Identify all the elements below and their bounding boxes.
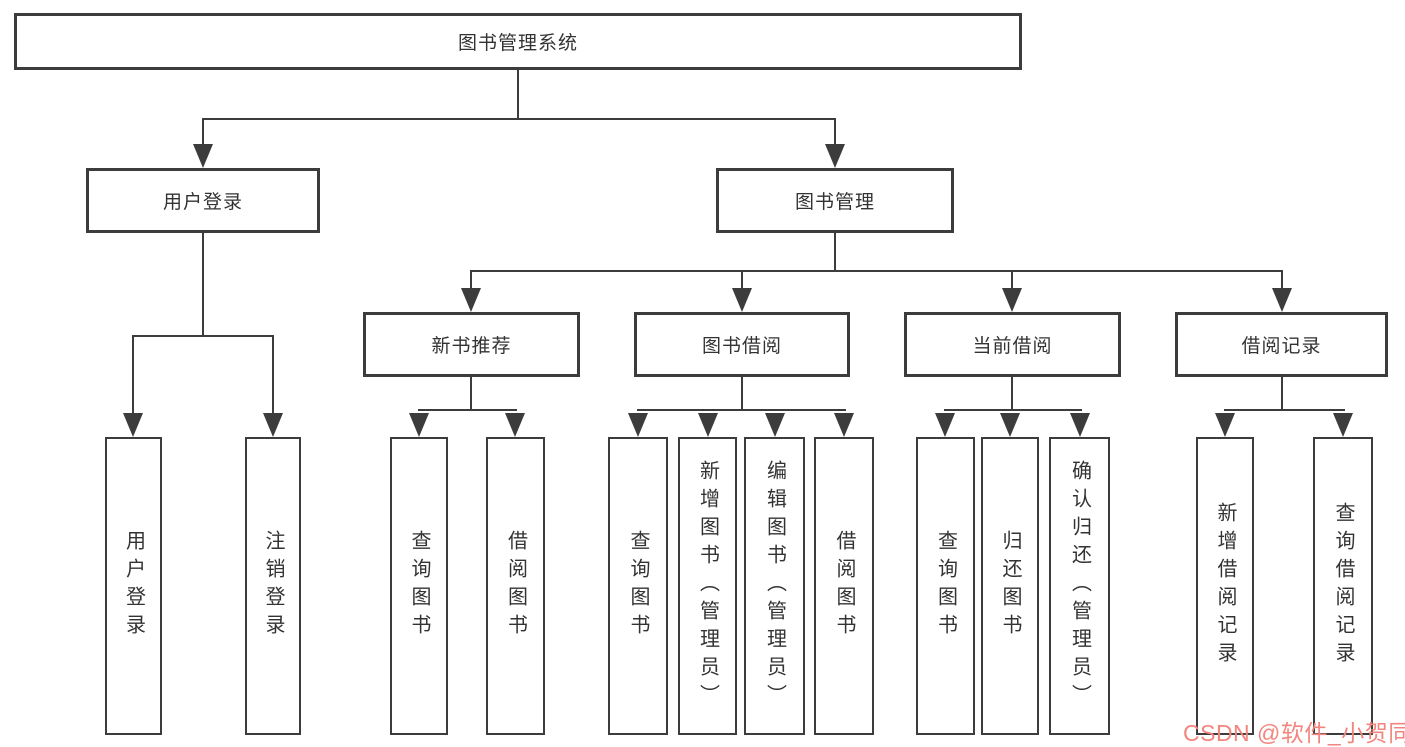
leaf-query-books-current: 查询图书 (916, 437, 975, 735)
leaf-label: 查询借阅记录 (1332, 502, 1354, 670)
connector-user-rail (132, 335, 274, 337)
leaf-label: 查询图书 (934, 530, 957, 642)
leaf-label: 用户登录 (122, 530, 145, 642)
connector-user-stem (202, 233, 204, 337)
connector-stem (741, 377, 743, 411)
node-book-management: 图书管理 (716, 168, 954, 233)
arrow-down-icon (1070, 413, 1090, 437)
connector-stem (1281, 377, 1283, 411)
csdn-watermark: CSDN @软件_小贺同学 (1183, 720, 1405, 746)
arrow-down-icon (461, 288, 481, 312)
connector-drop (741, 270, 743, 292)
leaf-label: 归还图书 (999, 530, 1021, 642)
leaf-query-borrow-record: 查询借阅记录 (1313, 437, 1373, 735)
node-user-login: 用户登录 (86, 168, 320, 233)
node-new-book-recommend: 新书推荐 (363, 312, 580, 377)
leaf-query-books-borrowing: 查询图书 (608, 437, 668, 735)
arrow-down-icon (732, 288, 752, 312)
leaf-label: 借阅图书 (833, 530, 855, 642)
connector-drop (470, 270, 472, 292)
leaf-return-books: 归还图书 (981, 437, 1039, 735)
leaf-confirm-return-admin: 确认归还（管理员） (1049, 437, 1110, 735)
leaf-label: 注销登录 (262, 530, 284, 642)
leaf-label: 编辑图书（管理员） (763, 460, 786, 712)
arrow-down-icon (409, 413, 429, 437)
arrow-down-icon (1002, 288, 1022, 312)
leaf-query-books-recommend: 查询图书 (390, 437, 448, 735)
connector-level3-rail (470, 270, 1283, 272)
arrow-down-icon (263, 413, 283, 437)
arrow-down-icon (834, 413, 854, 437)
arrow-down-icon (505, 413, 525, 437)
connector-drop (1011, 270, 1013, 292)
arrow-down-icon (1215, 413, 1235, 437)
arrow-down-icon (825, 144, 845, 168)
connector-stem (470, 377, 472, 411)
leaf-label: 查询图书 (408, 530, 430, 642)
leaf-label: 查询图书 (627, 530, 649, 642)
leaf-add-borrow-record: 新增借阅记录 (1196, 437, 1254, 735)
connector-rail (944, 409, 1082, 411)
arrow-down-icon (935, 413, 955, 437)
arrow-down-icon (1000, 413, 1020, 437)
connector-drop-user (202, 118, 204, 148)
arrow-down-icon (123, 413, 143, 437)
connector-level2-rail (202, 118, 836, 120)
connector-drop (132, 335, 134, 417)
connector-root-stem (517, 70, 519, 119)
connector-book-stem (834, 233, 836, 272)
connector-rail (1224, 409, 1345, 411)
connector-drop (1281, 270, 1283, 292)
leaf-borrow-books-borrowing: 借阅图书 (814, 437, 874, 735)
connector-drop-book (834, 118, 836, 148)
arrow-down-icon (193, 144, 213, 168)
leaf-label: 新增借阅记录 (1214, 502, 1236, 670)
arrow-down-icon (765, 413, 785, 437)
connector-rail (418, 409, 517, 411)
arrow-down-icon (628, 413, 648, 437)
leaf-label: 确认归还（管理员） (1068, 460, 1091, 712)
arrow-down-icon (1333, 413, 1353, 437)
node-borrowing-records: 借阅记录 (1175, 312, 1388, 377)
leaf-edit-books-admin: 编辑图书（管理员） (744, 437, 805, 735)
leaf-label: 新增图书（管理员） (696, 460, 719, 712)
node-current-borrowing: 当前借阅 (904, 312, 1121, 377)
node-book-borrowing: 图书借阅 (634, 312, 850, 377)
leaf-label: 借阅图书 (504, 530, 527, 642)
leaf-logout: 注销登录 (245, 437, 301, 735)
leaf-add-books-admin: 新增图书（管理员） (678, 437, 737, 735)
connector-rail (637, 409, 846, 411)
node-root: 图书管理系统 (14, 13, 1022, 70)
connector-drop (272, 335, 274, 417)
leaf-borrow-books-recommend: 借阅图书 (486, 437, 545, 735)
connector-stem (1011, 377, 1013, 411)
arrow-down-icon (1272, 288, 1292, 312)
arrow-down-icon (698, 413, 718, 437)
leaf-user-login: 用户登录 (105, 437, 162, 735)
